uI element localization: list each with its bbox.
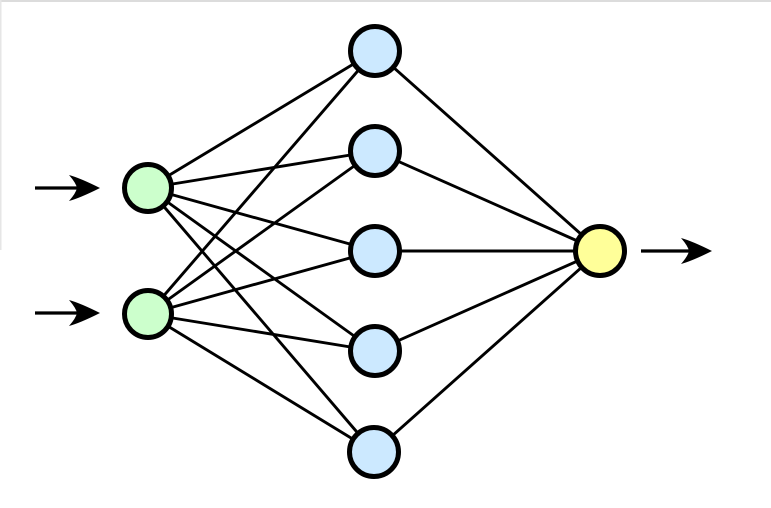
input-node-i2 (122, 288, 174, 340)
window-top-edge (0, 0, 771, 2)
edge-i1-h5 (146, 187, 376, 453)
hidden-node-h4 (348, 324, 402, 378)
hidden-node-h5 (347, 425, 401, 479)
input-arrow-1-head-icon (69, 175, 100, 201)
window-left-edge (0, 0, 2, 250)
edge-h4-o1 (374, 249, 601, 353)
edge-i2-h2 (147, 149, 376, 316)
hidden-node-h1 (348, 24, 402, 78)
edge-i2-h4 (147, 312, 376, 353)
input-node-i1 (122, 162, 174, 214)
edge-h1-o1 (374, 49, 601, 253)
edge-h5-o1 (373, 249, 601, 454)
output-arrow-head-icon (681, 238, 712, 264)
output-node-o1 (573, 224, 627, 278)
hidden-node-h2 (348, 124, 402, 178)
edge-h2-o1 (374, 149, 601, 253)
input-arrow-2-head-icon (69, 300, 100, 326)
edge-i1-h1 (147, 49, 376, 190)
edge-i2-h5 (147, 312, 375, 454)
edge-i2-h1 (146, 50, 377, 315)
edge-i1-h2 (147, 149, 376, 190)
hidden-node-h3 (348, 224, 402, 278)
edge-i1-h3 (147, 186, 376, 253)
edge-i2-h3 (147, 249, 376, 316)
edge-i1-h4 (147, 186, 376, 353)
